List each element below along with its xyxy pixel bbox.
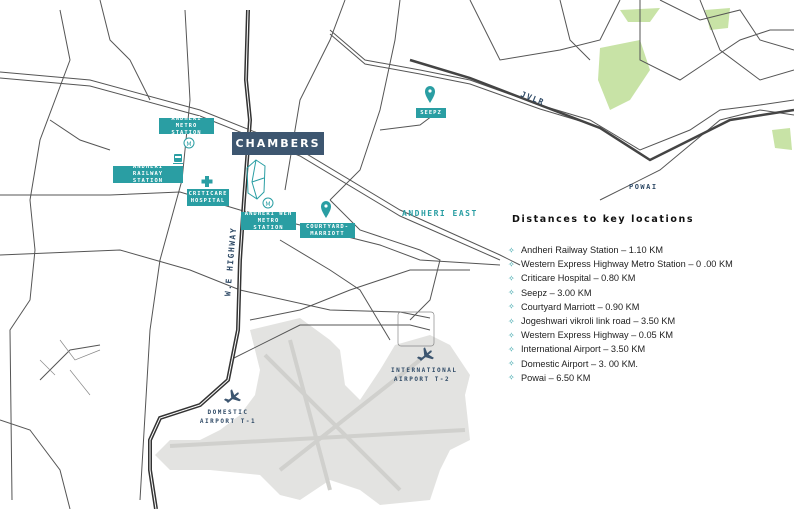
- runways: [169, 339, 466, 492]
- svg-text:M: M: [186, 141, 191, 148]
- building-icon: [246, 159, 266, 200]
- label-andheri-metro-station: ANDHERI METRO STATION: [159, 116, 214, 136]
- label-andheri-weh-metro: ANDHERI WEH METRO STATION: [241, 211, 296, 231]
- label-criticare-hospital: CRITICARE HOSPITAL: [187, 189, 229, 206]
- label-chambers: CHAMBERS: [232, 132, 324, 155]
- bullet-icon: ✧: [508, 302, 515, 312]
- bullet-icon: ✧: [508, 273, 515, 283]
- legend-item: ✧ International Airport – 3.50 KM: [508, 342, 794, 356]
- legend-item-text: Criticare Hospital – 0.80 KM: [521, 273, 636, 284]
- metro-icon: M: [183, 137, 195, 149]
- legend-item-text: Western Express Highway – 0.05 KM: [521, 330, 673, 341]
- airplane-icon: [416, 347, 434, 362]
- legend-item-text: International Airport – 3.50 KM: [521, 344, 646, 355]
- label-andheri-railway-station: ANDHERI RAILWAY STATION: [113, 164, 183, 184]
- legend-item: ✧ Powai – 6.50 KM: [508, 371, 794, 385]
- label-courtyard-marriott: COURTYARD-MARRIOTT: [300, 223, 355, 238]
- legend-item-text: Powai – 6.50 KM: [521, 372, 591, 383]
- bullet-icon: ✧: [508, 245, 515, 255]
- legend-title: Distances to key locations: [512, 214, 695, 225]
- legend-item: ✧ Seepz – 3.00 KM: [508, 286, 794, 300]
- label-seepz: SEEPZ: [416, 108, 446, 118]
- label-andheri-east: ANDHERI EAST: [402, 209, 478, 218]
- legend-item-text: Seepz – 3.00 KM: [521, 287, 592, 298]
- legend-item: ✧ Jogeshwari vikroli link road – 3.50 KM: [508, 314, 794, 328]
- bullet-icon: ✧: [508, 330, 515, 340]
- jvlr-road: [409, 58, 794, 162]
- distance-legend: Distances to key locations ✧ Andheri Rail…: [508, 214, 794, 385]
- bullet-icon: ✧: [508, 344, 515, 354]
- location-pin-icon: [425, 86, 435, 103]
- location-pin-icon: [321, 201, 331, 218]
- label-international-airport: INTERNATIONAL AIRPORT T-2: [391, 367, 458, 383]
- label-powai: POWAI: [629, 183, 658, 191]
- bullet-icon: ✧: [508, 316, 515, 326]
- legend-item: ✧ Western Express Highway Metro Station –…: [508, 257, 794, 271]
- legend-item-text: Western Express Highway Metro Station – …: [521, 259, 733, 270]
- airport-area: [155, 318, 470, 505]
- hospital-cross-icon: [201, 176, 213, 187]
- bullet-icon: ✧: [508, 373, 515, 383]
- airplane-icon: [223, 389, 241, 404]
- legend-item: ✧ Criticare Hospital – 0.80 KM: [508, 271, 794, 285]
- legend-item: ✧ Andheri Railway Station – 1.10 KM: [508, 243, 794, 257]
- legend-item-text: Domestic Airport – 3. 00 KM.: [521, 358, 638, 369]
- legend-item-text: Andheri Railway Station – 1.10 KM: [521, 245, 663, 256]
- legend-item: ✧ Domestic Airport – 3. 00 KM.: [508, 357, 794, 371]
- legend-item: ✧ Western Express Highway – 0.05 KM: [508, 328, 794, 342]
- metro-icon: M: [262, 197, 274, 209]
- bullet-icon: ✧: [508, 259, 515, 269]
- green-areas: [598, 8, 792, 150]
- legend-item: ✧ Courtyard Marriott – 0.90 KM: [508, 300, 794, 314]
- airport-buildings: [39, 311, 435, 396]
- svg-text:M: M: [265, 201, 270, 208]
- label-domestic-airport: DOMESTIC AIRPORT T-1: [199, 409, 257, 425]
- legend-item-text: Courtyard Marriott – 0.90 KM: [521, 301, 640, 312]
- bullet-icon: ✧: [508, 359, 515, 369]
- train-icon: [173, 154, 183, 164]
- legend-item-text: Jogeshwari vikroli link road – 3.50 KM: [521, 316, 676, 327]
- bullet-icon: ✧: [508, 288, 515, 298]
